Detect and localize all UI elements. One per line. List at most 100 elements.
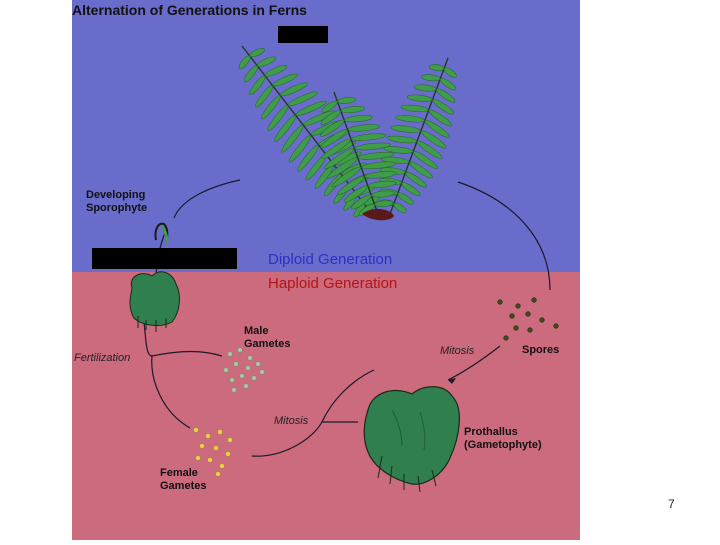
arrow-sporophyte-to-fern — [173, 179, 241, 219]
dot — [207, 457, 213, 463]
frond-leaflet — [347, 124, 381, 132]
mature-fern-sporophyte — [238, 45, 457, 221]
mitosis-gametes-label: Mitosis — [274, 415, 309, 427]
developing-sporophyte — [129, 222, 180, 332]
frond-leaflet — [323, 148, 355, 170]
dot — [233, 361, 239, 367]
frond-leaflet — [344, 115, 373, 123]
arrow-fern-to-spores — [457, 181, 551, 291]
dot — [219, 463, 225, 469]
frond-leaflet — [351, 133, 387, 141]
frond-leaflet — [400, 104, 429, 113]
haploid-generation-label: Haploid Generation — [268, 275, 397, 292]
dot — [515, 303, 521, 309]
frond-leaflet — [257, 56, 277, 67]
dot — [243, 383, 249, 389]
dot — [509, 313, 515, 319]
frond-leaflet — [267, 105, 289, 132]
female-gametes-label: Female Gametes — [160, 467, 206, 493]
dot — [193, 427, 199, 433]
frond-leaflet — [440, 78, 457, 91]
redaction-box — [278, 26, 328, 43]
prothallus-gametophyte — [363, 386, 460, 493]
frond-leaflet — [281, 125, 304, 153]
frond-leaflet — [350, 194, 372, 210]
female-gametes-cluster — [193, 427, 233, 477]
frond-leaflet — [238, 55, 251, 70]
frond-leaflet — [297, 144, 319, 172]
frond-leaflet — [321, 138, 351, 160]
frond-leaflet — [386, 135, 417, 144]
frond-leaflet — [357, 152, 395, 160]
diploid-generation-label: Diploid Generation — [268, 251, 392, 268]
developing-sporophyte-label: Developing Sporophyte — [86, 189, 147, 215]
frond-leaflet — [409, 161, 433, 179]
fern-life-cycle-diagram: Diploid Generation Haploid Generation — [72, 0, 580, 540]
dot — [539, 317, 545, 323]
frond-leaflet — [436, 88, 456, 103]
frond-leaflet — [364, 171, 397, 179]
dot — [205, 433, 211, 439]
dot — [245, 365, 251, 371]
frond-leaflet — [343, 185, 368, 203]
spores-cluster — [497, 297, 559, 341]
dot — [503, 335, 509, 341]
frond-leaflet — [249, 48, 265, 58]
frond-leaflet — [390, 125, 421, 133]
frond-leaflet — [371, 190, 396, 198]
frond-leaflet — [429, 64, 445, 71]
frond-leaflet — [321, 100, 338, 113]
frond-leaflet — [320, 119, 345, 137]
frond-leaflet — [424, 119, 450, 138]
prothallus-label: Prothallus (Gametophyte) — [464, 426, 542, 452]
frond-leaflet — [393, 202, 407, 213]
dot — [513, 325, 519, 331]
frond-leaflet — [367, 180, 397, 188]
frond-leaflet — [255, 85, 273, 108]
dot — [227, 437, 233, 443]
frond-leaflet — [413, 84, 437, 92]
frond-leaflet — [303, 110, 336, 126]
frond-leaflet — [320, 110, 341, 125]
male-gametes-label-line: Male — [244, 325, 269, 337]
dot — [259, 369, 265, 375]
frond-leaflet — [443, 67, 457, 78]
frond-leaflet — [407, 94, 433, 102]
mitosis-spores-label: Mitosis — [440, 345, 475, 357]
page-number: 7 — [668, 497, 675, 511]
dot — [199, 443, 205, 449]
frond-leaflet — [295, 100, 327, 116]
prothallus-label-line: (Gametophyte) — [464, 439, 542, 451]
frond-leaflet — [280, 82, 309, 97]
redaction-box — [92, 248, 237, 269]
dot — [215, 471, 221, 477]
dot — [213, 445, 219, 451]
frond-leaflet — [420, 130, 447, 149]
frond-leaflet — [395, 115, 425, 123]
male-gametes-cluster — [223, 347, 265, 393]
frond-leaflet — [274, 115, 296, 143]
dot — [237, 347, 243, 353]
frond-leaflet — [288, 134, 312, 163]
frond-leaflet — [331, 166, 362, 188]
developing-sporophyte-label-line: Sporophyte — [86, 202, 148, 214]
spores-label: Spores — [522, 344, 560, 356]
developing-sporophyte-label-line: Developing — [86, 189, 146, 201]
frond-leaflet — [340, 106, 365, 114]
fern-frond — [320, 91, 397, 216]
frond-leaflet — [428, 109, 453, 127]
frond-leaflet — [413, 151, 438, 169]
fern-frond — [378, 57, 457, 215]
dot — [525, 311, 531, 317]
dot — [229, 377, 235, 383]
frond-leaflet — [417, 140, 443, 160]
frond-stem — [389, 57, 449, 215]
dot — [251, 375, 257, 381]
prothallus-label-line: Prothallus — [464, 426, 518, 438]
frond-leaflet — [249, 75, 266, 95]
frond-leaflet — [401, 182, 421, 197]
frond-leaflet — [264, 65, 288, 77]
dot — [527, 327, 533, 333]
frond-leaflet — [397, 192, 414, 205]
frond-leaflet — [421, 74, 441, 82]
